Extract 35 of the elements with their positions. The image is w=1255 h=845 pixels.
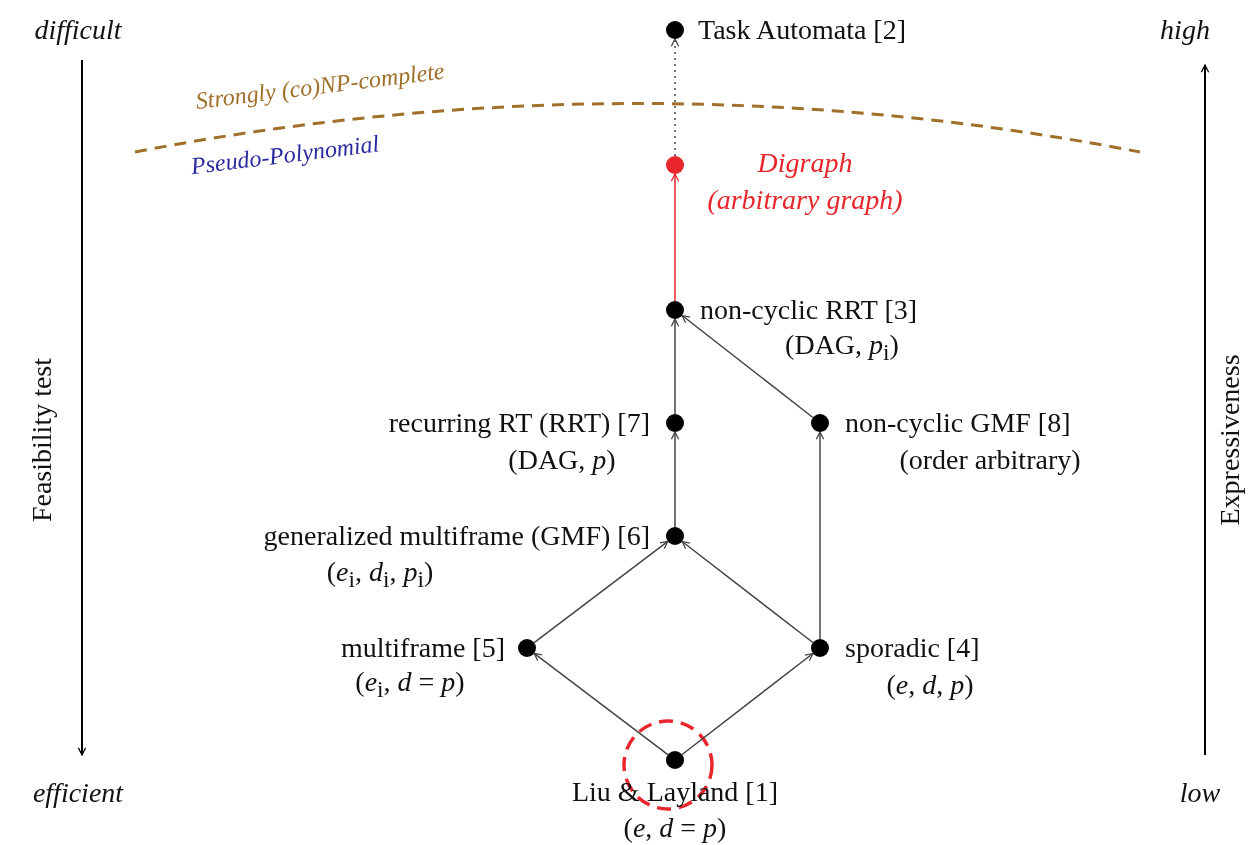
node-label: Task Automata [2] — [698, 14, 906, 46]
arrow — [681, 314, 814, 419]
node-annotation: (e, d, p) — [886, 669, 974, 701]
region-label: Strongly (co)NP-complete — [194, 57, 446, 115]
axis-end-label: difficult — [34, 14, 122, 46]
node-annotation: (arbitrary graph) — [707, 184, 903, 216]
node-label: non-cyclic GMF [8] — [845, 407, 1071, 439]
arrow — [533, 540, 669, 644]
axis-title: Feasibility test — [26, 357, 58, 523]
node-annotation: (DAG, p$_{i}$) — [785, 329, 899, 367]
arrow — [681, 652, 814, 756]
node-label: non-cyclic RRT [3] — [700, 294, 918, 326]
axis-title: Expressiveness — [1214, 354, 1246, 526]
node-annotation: (e$_{i}$, d$_{i}$, p$_{i}$) — [326, 556, 434, 594]
arrow — [681, 540, 814, 644]
arrow — [670, 431, 680, 528]
node-annotation: (e, d = p) — [623, 812, 727, 844]
arrow — [670, 318, 680, 415]
node-annotation: (e$_{i}$, d = p) — [355, 666, 465, 704]
node-label: sporadic [4] — [845, 632, 980, 664]
node-annotation: (order arbitrary) — [899, 444, 1081, 476]
arrow — [815, 431, 825, 640]
arrow — [670, 38, 680, 157]
axis-end-label: high — [1160, 14, 1210, 46]
node-label: multiframe [5] — [340, 632, 505, 664]
axis-end-label: efficient — [32, 777, 124, 809]
node-label: generalized multiframe (GMF) [6] — [263, 520, 650, 552]
node-label: recurring RT (RRT) [7] — [388, 407, 650, 439]
arrow — [533, 652, 669, 756]
node-annotation: (DAG, p) — [508, 444, 616, 476]
region-label: Pseudo-Polynomial — [189, 130, 381, 180]
arrow — [670, 173, 680, 302]
node-label: Liu & Layland [1] — [571, 776, 779, 808]
node-label: Digraph — [757, 147, 853, 179]
axis-end-label: low — [1179, 777, 1221, 809]
